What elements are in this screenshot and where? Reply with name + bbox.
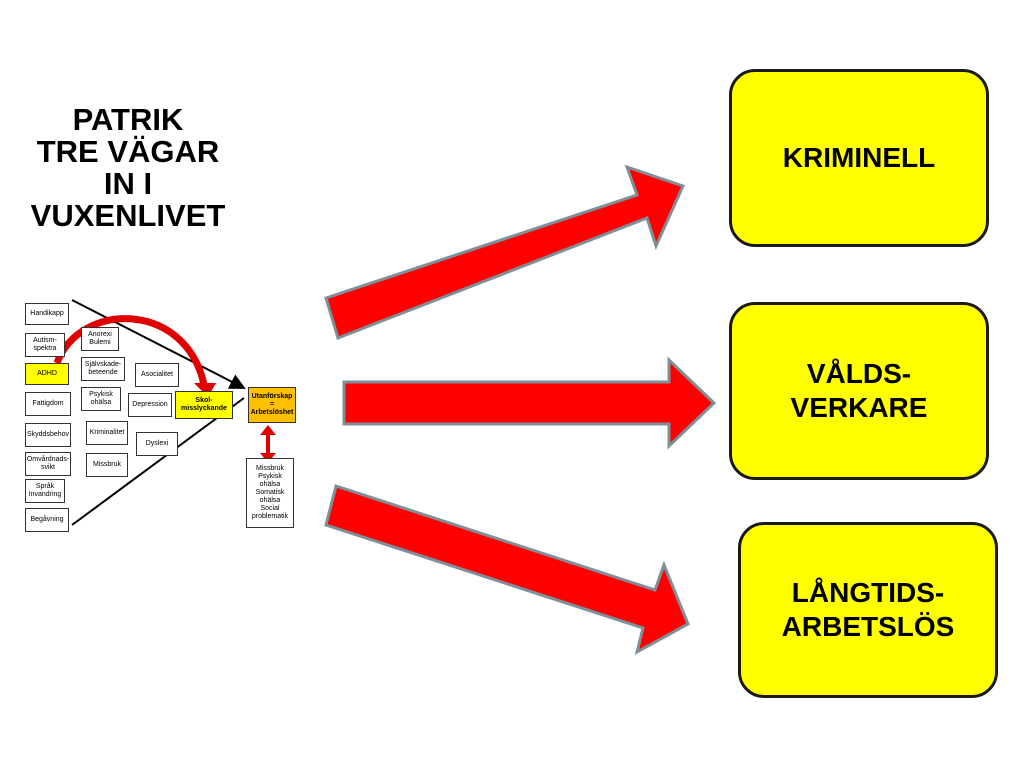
factor-omvardnadssvikt: Omvårdnads- svikt — [25, 452, 71, 476]
factor-dyslexi: Dyslexi — [136, 432, 178, 456]
factor-psykisk-ohalsa: Psykisk ohälsa — [81, 387, 121, 411]
arrow-to-langtidsarbetslos — [324, 484, 690, 655]
factor-anorexi: Anorexi Bulemi — [81, 327, 119, 351]
factor-sprak: Språk Invandring — [25, 479, 65, 503]
factor-autism: Autism- spektra — [25, 333, 65, 357]
funnel-top-line — [71, 299, 246, 389]
curved-arrow-head — [194, 383, 216, 397]
arrow-to-kriminell — [324, 164, 686, 340]
slide-title: PATRIK TRE VÄGAR IN I VUXENLIVET — [10, 104, 246, 232]
factor-missbruk: Missbruk — [86, 453, 128, 477]
factor-depression: Depression — [128, 393, 172, 417]
factor-asocialitet: Asocialitet — [135, 363, 179, 387]
outcome-langtidsarbetslos: LÅNGTIDS- ARBETSLÖS — [738, 522, 998, 698]
title-line-1: PATRIK — [72, 102, 184, 137]
risk-factor-diagram: Handikapp Autism- spektra ADHD Fattigdom… — [20, 295, 310, 535]
outcome-valdsverkare: VÅLDS- VERKARE — [729, 302, 989, 480]
title-line-2: TRE VÄGAR — [36, 134, 220, 169]
factor-handikapp: Handikapp — [25, 303, 69, 325]
curved-arrow — [53, 315, 209, 391]
outcome-valds-line-2: VERKARE — [790, 392, 928, 423]
node-utanforskap: Utanförskap = Arbetslöshet — [248, 387, 296, 423]
factor-skyddsbehov: Skyddsbehov — [25, 423, 71, 447]
title-line-3: IN I — [103, 166, 153, 201]
node-skolmisslyckande: Skol- misslyckande — [175, 391, 233, 419]
factor-begavning: Begåvning — [25, 508, 69, 532]
factor-adhd: ADHD — [25, 363, 69, 385]
arrow-to-valdsverkare — [342, 356, 717, 450]
outcome-kriminell: KRIMINELL — [729, 69, 989, 247]
factor-sjalvskade: Självskade- beteende — [81, 357, 125, 381]
funnel-bottom-line — [71, 397, 245, 526]
outcome-kriminell-label: KRIMINELL — [782, 142, 936, 173]
outcome-valds-line-1: VÅLDS- — [806, 358, 912, 389]
mini-diagram-lines — [53, 299, 276, 526]
factor-fattigdom: Fattigdom — [25, 392, 71, 416]
factor-kriminalitet: Kriminalitet — [86, 421, 128, 445]
outcome-langtids-line-2: ARBETSLÖS — [781, 611, 955, 642]
node-consequences: Missbruk Psykisk ohälsa Somatisk ohälsa … — [246, 458, 294, 528]
double-arrow-top — [260, 425, 276, 435]
title-line-4: VUXENLIVET — [30, 198, 226, 233]
outcome-langtids-line-1: LÅNGTIDS- — [791, 577, 945, 608]
